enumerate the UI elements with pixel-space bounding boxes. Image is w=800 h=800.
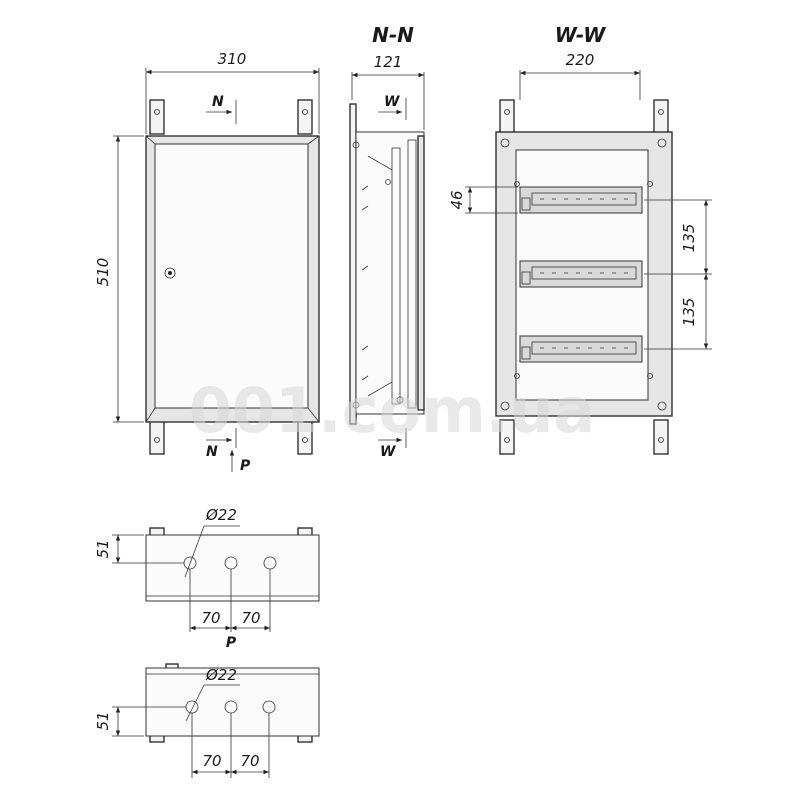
bottom2-height-label: 51 (94, 711, 112, 730)
section-mark-w-top: W (384, 94, 400, 110)
rail-height-label: 46 (448, 190, 466, 209)
bottom-view-1-body (145, 534, 320, 602)
mount-tab-top-right (297, 99, 313, 135)
section-mark-n-top: N (212, 94, 224, 110)
din-rail-1 (519, 186, 643, 214)
bottom2-pitch-2-label: 70 (240, 752, 259, 770)
section-mark-w-bottom: W (380, 444, 396, 460)
front-width-label: 310 (218, 50, 247, 68)
rail-spacing-2-label: 135 (680, 298, 698, 327)
hole-diameter-label-2: Ø22 (205, 666, 237, 684)
bottom-view-2-body (145, 667, 320, 737)
bottom1-pitch-2-label: 70 (241, 609, 260, 627)
din-rail-3 (519, 335, 643, 363)
bottom-view-1: Ø22 51 70 70 P (94, 506, 320, 651)
din-rail-2 (519, 260, 643, 288)
mount-tab-bottom-left (149, 419, 165, 455)
side-depth-label: 121 (374, 53, 403, 71)
rail-width-label: 220 (566, 51, 595, 69)
hole-diameter-label-1: Ø22 (205, 506, 237, 524)
side-view: N-N 121 W W (349, 23, 425, 460)
front-height-label: 510 (94, 258, 112, 287)
bottom1-pitch-1-label: 70 (201, 609, 220, 627)
front-view: 310 510 N N P (94, 50, 320, 474)
section-title-ww: W-W (555, 23, 607, 47)
watermark: 001.com.ua (189, 374, 595, 447)
rail-spacing-1-label: 135 (680, 224, 698, 253)
enclosure-door (154, 143, 309, 409)
mount-tab-top-left (149, 99, 165, 135)
bottom1-view-mark: P (226, 635, 237, 651)
section-mark-n-bottom: N (206, 444, 218, 460)
bottom2-pitch-1-label: 70 (202, 752, 221, 770)
door-lock-icon (164, 267, 176, 279)
bottom1-height-label: 51 (94, 539, 112, 558)
bottom-view-2: Ø22 51 70 70 (94, 663, 320, 778)
rail-view: W-W 220 (448, 23, 712, 455)
section-title-nn: N-N (372, 23, 414, 47)
view-mark-p: P (240, 458, 251, 474)
side-housing (355, 131, 425, 415)
